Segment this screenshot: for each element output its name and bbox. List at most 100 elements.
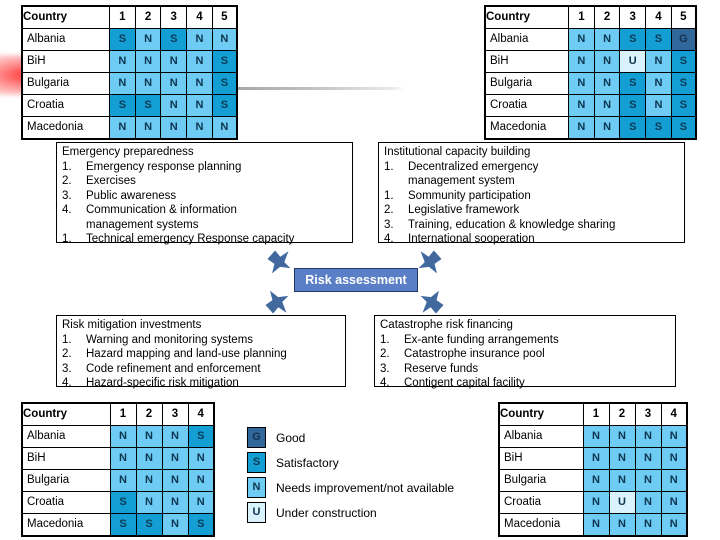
rating-cell[interactable]: N [593,94,621,117]
rating-cell[interactable]: S [109,94,136,117]
rating-cell[interactable]: N [593,50,621,73]
rating-cell[interactable]: S [109,491,137,514]
rating-cell[interactable]: N [211,28,238,51]
rating-cell[interactable]: S [109,28,136,51]
rating-cell[interactable]: N [134,72,162,95]
rating-cell[interactable]: N [660,491,688,514]
rating-cell[interactable]: S [109,513,137,537]
rating-cell[interactable]: N [134,50,162,73]
rating-cell[interactable]: S [670,50,697,73]
rating-cell[interactable]: N [160,72,188,95]
rating-cell[interactable]: S [211,94,238,117]
rating-cell[interactable]: N [660,469,688,492]
center-node-risk-assessment[interactable]: Risk assessment [294,268,418,292]
rating-cell[interactable]: N [135,447,163,470]
rating-cell[interactable]: N [634,491,662,514]
rating-cell[interactable]: N [160,116,188,140]
rating-cell[interactable]: N [160,50,188,73]
rating-cell[interactable]: N [660,425,688,448]
rating-cell[interactable]: N [582,447,610,470]
rating-cell[interactable]: N [634,469,662,492]
rating-cell[interactable]: N [568,72,595,95]
rating-cell[interactable]: N [634,513,662,537]
rating-cell[interactable]: N [568,94,595,117]
rating-cell[interactable]: N [109,72,136,95]
rating-cell[interactable]: N [593,116,621,140]
rating-cell[interactable]: N [135,469,163,492]
rating-cell[interactable]: N [161,513,189,537]
rating-cell[interactable]: N [660,447,688,470]
rating-cell[interactable]: G [670,28,697,51]
rating-cell[interactable]: N [645,94,672,117]
rating-cell[interactable]: S [134,94,162,117]
rating-cell[interactable]: N [161,425,189,448]
rating-cell[interactable]: N [645,50,672,73]
rating-cell[interactable]: N [568,116,595,140]
rating-cell[interactable]: N [568,50,595,73]
rating-cell[interactable]: N [135,491,163,514]
rating-cell[interactable]: N [109,50,136,73]
rating-cell[interactable]: N [186,28,213,51]
rating-cell[interactable]: U [608,491,636,514]
rating-cell[interactable]: N [161,447,189,470]
rating-cell[interactable]: S [619,72,647,95]
rating-cell[interactable]: U [619,50,647,73]
rating-cell[interactable]: N [134,28,162,51]
rating-cell[interactable]: N [660,513,688,537]
rating-cell[interactable]: N [109,447,137,470]
rating-cell[interactable]: N [161,491,189,514]
rating-cell[interactable]: N [186,50,213,73]
rating-cell[interactable]: S [135,513,163,537]
rating-cell[interactable]: N [582,513,610,537]
rating-cell[interactable]: N [186,94,213,117]
rating-cell[interactable]: N [634,425,662,448]
rating-cell[interactable]: S [211,50,238,73]
rating-cell[interactable]: N [608,447,636,470]
rating-cell[interactable]: N [160,94,188,117]
rating-cell[interactable]: S [670,94,697,117]
rating-cell[interactable]: N [186,72,213,95]
rating-cell[interactable]: N [582,469,610,492]
rating-cell[interactable]: S [187,513,215,537]
rating-cell[interactable]: N [109,469,137,492]
rating-cell[interactable]: N [634,447,662,470]
rating-cell[interactable]: S [670,116,697,140]
rating-cell[interactable]: S [160,28,188,51]
rating-cell[interactable]: N [645,72,672,95]
rating-cell[interactable]: S [645,116,672,140]
rating-cell[interactable]: S [645,28,672,51]
rating-cell[interactable]: S [619,94,647,117]
rating-cell[interactable]: S [211,72,238,95]
rating-cell[interactable]: N [186,116,213,140]
rating-cell[interactable]: N [109,425,137,448]
rating-cell[interactable]: N [582,425,610,448]
rating-cell[interactable]: N [187,491,215,514]
rating-cell[interactable]: N [582,491,610,514]
rating-cell[interactable]: N [211,116,238,140]
rating-cell[interactable]: N [187,469,215,492]
rating-cell[interactable]: N [608,469,636,492]
